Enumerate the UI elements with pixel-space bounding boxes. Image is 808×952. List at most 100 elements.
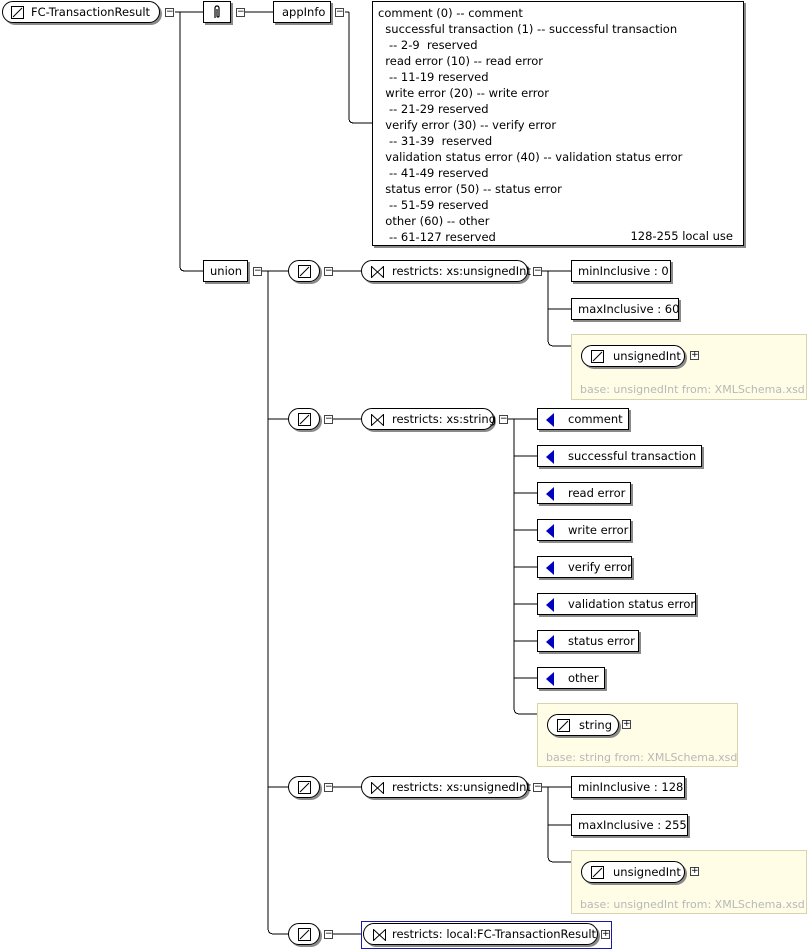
collapse-toggle[interactable]: −: [335, 7, 344, 17]
restriction-node[interactable]: restricts: xs:string: [361, 408, 497, 430]
appinfo-label: appInfo: [282, 5, 326, 19]
restriction-label: restricts: xs:unsignedInt: [392, 264, 531, 278]
collapse-toggle[interactable]: −: [165, 7, 174, 17]
doc-line: comment (0) -- comment: [378, 6, 523, 20]
expand-toggle[interactable]: +: [622, 719, 631, 729]
enumeration-value: verify error: [568, 560, 632, 574]
anonymous-simple-type[interactable]: [288, 776, 320, 798]
doc-line: -- 51-59 reserved: [378, 198, 489, 212]
enumeration-icon: [546, 598, 554, 612]
enumeration-item[interactable]: validation status error: [537, 593, 696, 615]
doc-local-use: 128-255 local use: [630, 229, 733, 243]
restriction-icon: [371, 782, 384, 794]
expand-toggle[interactable]: +: [690, 866, 699, 876]
enumeration-icon: [546, 635, 554, 649]
collapse-toggle[interactable]: −: [324, 414, 333, 424]
facet-max-inclusive[interactable]: maxInclusive : 255: [571, 814, 688, 836]
restriction-icon: [371, 414, 384, 426]
enumeration-value: write error: [568, 523, 629, 537]
collapse-toggle[interactable]: −: [324, 782, 333, 792]
base-type-source: base: string from: XMLSchema.xsd: [546, 751, 738, 764]
enumeration-icon: [546, 524, 554, 538]
expand-toggle[interactable]: +: [601, 929, 610, 939]
enumeration-value: comment: [568, 412, 623, 426]
doc-line: verify error (30) -- verify error: [378, 118, 557, 132]
simple-type-icon: [591, 866, 604, 879]
enumeration-value: validation status error: [568, 597, 696, 611]
enumeration-item[interactable]: write error: [537, 519, 631, 541]
doc-line: status error (50) -- status error: [378, 182, 562, 196]
doc-line: write error (20) -- write error: [378, 86, 550, 100]
enumeration-icon: [546, 672, 554, 686]
anonymous-simple-type[interactable]: [288, 260, 320, 282]
appinfo-node[interactable]: appInfo: [273, 1, 331, 23]
collapse-toggle[interactable]: −: [324, 929, 333, 939]
enumeration-item[interactable]: successful transaction: [537, 445, 702, 467]
doc-line: -- 21-29 reserved: [378, 102, 489, 116]
restriction-label: restricts: local:FC-TransactionResult: [392, 927, 597, 941]
base-simple-type[interactable]: string: [547, 714, 619, 736]
restriction-node[interactable]: restricts: local:FC-TransactionResult: [363, 923, 598, 945]
collapse-toggle[interactable]: −: [324, 266, 333, 276]
enumeration-value: successful transaction: [568, 449, 697, 463]
doc-line: -- 41-49 reserved: [378, 166, 489, 180]
base-simple-type[interactable]: unsignedInt: [581, 861, 685, 883]
simple-type-icon: [11, 6, 24, 19]
doc-line: -- 2-9 reserved: [378, 38, 478, 52]
simple-type-icon: [557, 719, 570, 732]
base-type-name: unsignedInt: [613, 865, 681, 879]
doc-line: -- 11-19 reserved: [378, 70, 489, 84]
root-name: FC-TransactionResult: [31, 5, 151, 19]
restriction-icon: [373, 929, 386, 941]
facet-min-inclusive[interactable]: minInclusive : 0: [571, 260, 671, 282]
collapse-toggle[interactable]: −: [533, 266, 542, 276]
base-simple-type[interactable]: unsignedInt: [581, 345, 685, 367]
simple-type-icon: [298, 781, 311, 794]
doc-line: successful transaction (1) -- successful…: [378, 22, 678, 36]
enumeration-value: other: [568, 671, 599, 685]
annotation-node[interactable]: [203, 1, 231, 23]
facet-label: maxInclusive : 60: [578, 302, 680, 316]
collapse-toggle[interactable]: −: [499, 414, 508, 424]
base-type-source: base: unsignedInt from: XMLSchema.xsd: [580, 383, 805, 396]
collapse-toggle[interactable]: −: [253, 266, 262, 276]
enumeration-item[interactable]: read error: [537, 482, 631, 504]
enumeration-value: status error: [568, 634, 635, 648]
enumeration-item[interactable]: status error: [537, 630, 639, 652]
enumeration-value: read error: [568, 486, 626, 500]
restriction-node[interactable]: restricts: xs:unsignedInt: [361, 776, 531, 798]
root-simple-type[interactable]: FC-TransactionResult: [2, 1, 160, 23]
anonymous-simple-type[interactable]: [288, 923, 320, 945]
base-type-panel: unsignedInt + base: unsignedInt from: XM…: [571, 850, 807, 914]
facet-label: minInclusive : 0: [578, 264, 669, 278]
annotation-icon: [214, 5, 220, 18]
base-type-source: base: unsignedInt from: XMLSchema.xsd: [580, 898, 805, 911]
enumeration-item[interactable]: comment: [537, 408, 629, 430]
collapse-toggle[interactable]: −: [533, 782, 542, 792]
enumeration-icon: [546, 413, 554, 427]
enumeration-item[interactable]: other: [537, 667, 605, 689]
collapse-toggle[interactable]: −: [236, 7, 245, 17]
restriction-label: restricts: xs:string: [392, 412, 497, 426]
facet-label: maxInclusive : 255: [578, 818, 687, 832]
base-type-panel: string + base: string from: XMLSchema.xs…: [537, 703, 738, 767]
doc-line: -- 31-39 reserved: [378, 134, 493, 148]
facet-max-inclusive[interactable]: maxInclusive : 60: [571, 298, 679, 320]
union-node[interactable]: union: [203, 260, 248, 282]
simple-type-icon: [298, 265, 311, 278]
restriction-node[interactable]: restricts: xs:unsignedInt: [361, 260, 531, 282]
enumeration-icon: [546, 561, 554, 575]
doc-line: validation status error (40) -- validati…: [378, 150, 683, 164]
base-type-panel: unsignedInt + base: unsignedInt from: XM…: [571, 334, 807, 400]
doc-line: other (60) -- other: [378, 214, 490, 228]
simple-type-icon: [298, 928, 311, 941]
facet-min-inclusive[interactable]: minInclusive : 128: [571, 776, 685, 798]
enumeration-item[interactable]: verify error: [537, 556, 632, 578]
simple-type-icon: [591, 350, 604, 363]
union-label: union: [210, 264, 243, 278]
anonymous-simple-type[interactable]: [288, 408, 320, 430]
expand-toggle[interactable]: +: [690, 350, 699, 360]
facet-label: minInclusive : 128: [578, 780, 684, 794]
doc-line: read error (10) -- read error: [378, 54, 543, 68]
